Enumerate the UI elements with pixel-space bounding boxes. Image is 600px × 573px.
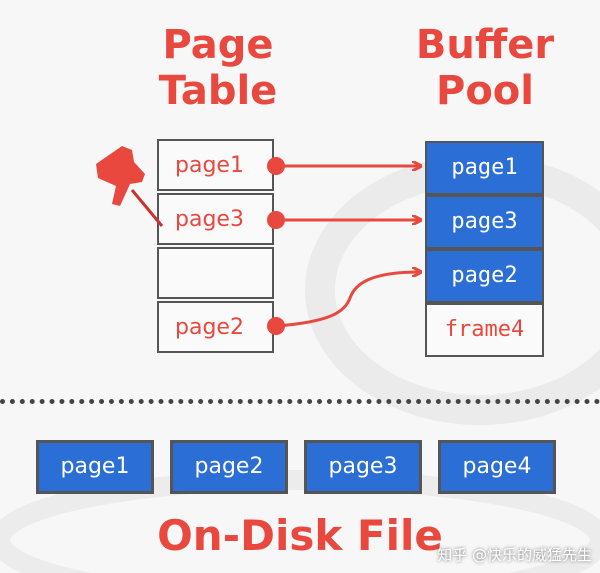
on-disk-file-title: On-Disk File — [157, 511, 443, 560]
buffer-pool-title-line2: Pool — [436, 68, 534, 114]
buffer-pool-title-line1: Buffer — [415, 22, 555, 68]
disk-page-2: page2 — [170, 440, 288, 494]
pointer-page2 — [267, 272, 420, 335]
disk-page-3: page3 — [304, 440, 422, 494]
pointer-page3 — [267, 211, 420, 229]
page-table-entry-1: page1 — [157, 139, 274, 191]
disk-page-4: page4 — [438, 440, 556, 494]
buffer-frame-1: page1 — [425, 141, 544, 195]
buffer-frame-2: page3 — [425, 195, 544, 249]
buffer-frame-3: page2 — [425, 249, 544, 303]
page-table-entry-3 — [157, 247, 274, 299]
watermark: 知乎 @快乐的威猛先生 — [437, 546, 592, 564]
buffer-pool-title: Buffer Pool — [400, 22, 570, 114]
page-table-title-line2: Table — [158, 68, 278, 114]
page-table-entry-2: page3 — [157, 193, 274, 245]
page-table-title: Page Table — [128, 22, 308, 114]
buffer-frame-4: frame4 — [425, 303, 544, 357]
page-table-title-line1: Page — [162, 22, 274, 68]
page-table-entry-4: page2 — [157, 301, 274, 353]
pin-icon — [96, 146, 164, 227]
memory-disk-divider — [0, 399, 600, 404]
pointer-page1 — [267, 157, 420, 175]
disk-page-1: page1 — [36, 440, 154, 494]
